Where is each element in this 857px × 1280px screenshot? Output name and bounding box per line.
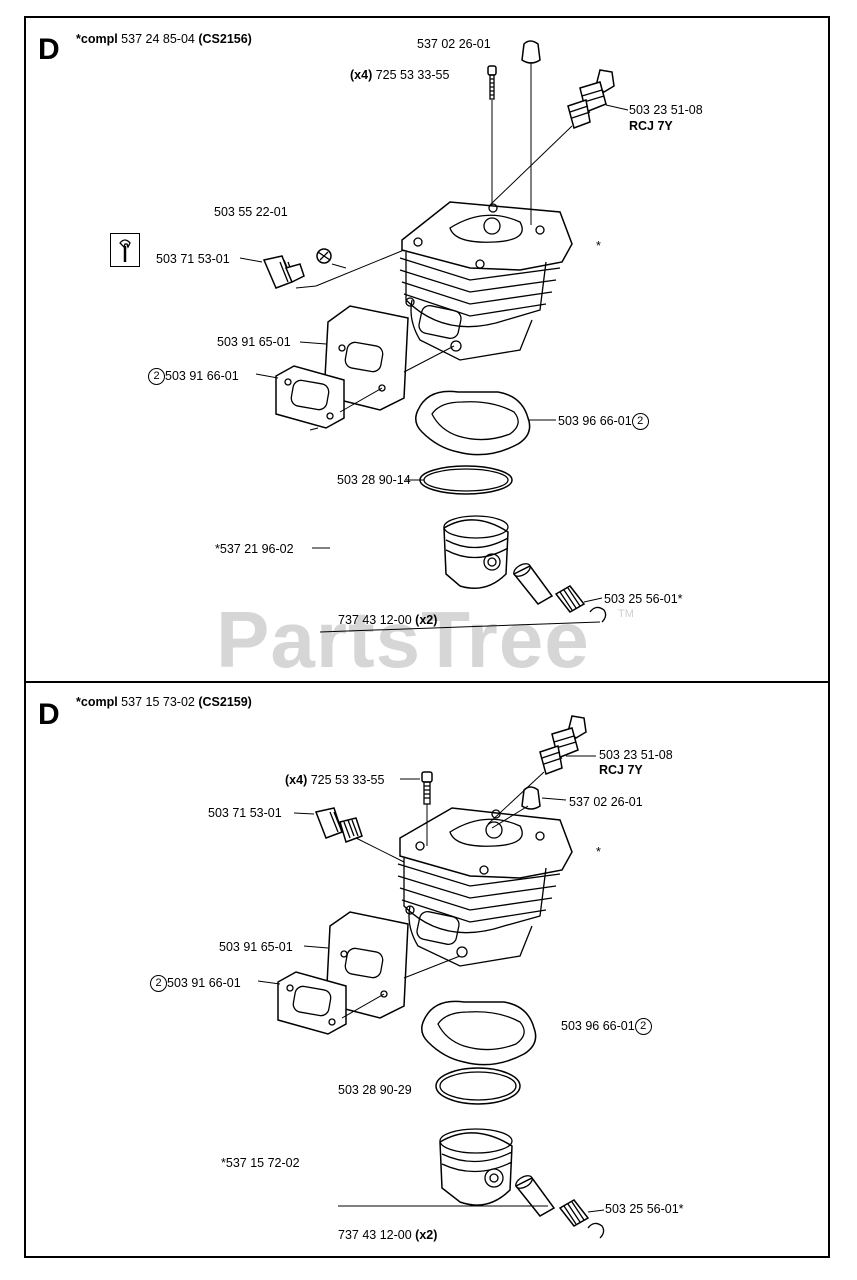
ring-2	[435, 1067, 521, 1105]
tool-box	[110, 233, 140, 267]
cylinder-2	[397, 807, 573, 967]
label-plate[interactable]: 503 91 65-01	[219, 940, 293, 954]
label-spark-plug-type: RCJ 7Y	[599, 763, 643, 777]
label-bearing[interactable]: 503 25 56-01*	[605, 1202, 684, 1216]
piston-2	[439, 1128, 513, 1206]
cylinder-star: *	[596, 239, 601, 253]
watermark: PartsTree	[216, 595, 590, 684]
label-circlip[interactable]: 737 43 12-00 (x2)	[338, 613, 438, 627]
screw-1	[487, 65, 497, 205]
cap-2	[491, 786, 567, 829]
circlip-1	[319, 606, 607, 633]
section-letter: D	[38, 698, 60, 731]
piston-1	[312, 515, 509, 589]
section-title: *compl 537 15 73-02 (CS2159)	[76, 695, 252, 709]
bearing-2	[558, 1199, 605, 1227]
section-divider	[24, 681, 830, 683]
label-screws[interactable]: (x4) 725 53 33-55	[285, 773, 385, 787]
label-spark-plug[interactable]: 503 23 51-08	[599, 748, 673, 762]
ring-1	[406, 465, 513, 495]
label-decomp-valve[interactable]: 503 71 53-01	[156, 252, 230, 266]
label-bearing[interactable]: 503 25 56-01*	[604, 592, 683, 606]
wrench-icon	[119, 239, 131, 262]
decomp-valve-1	[239, 249, 405, 289]
label-ring[interactable]: 503 28 90-14	[337, 473, 411, 487]
label-ring[interactable]: 503 28 90-29	[338, 1083, 412, 1097]
label-screws[interactable]: (x4) 725 53 33-55	[350, 68, 450, 82]
label-circlip[interactable]: 737 43 12-00 (x2)	[338, 1228, 438, 1242]
label-cap[interactable]: 537 02 26-01	[417, 37, 491, 51]
label-decomp-valve[interactable]: 503 71 53-01	[208, 806, 282, 820]
valve-1	[316, 248, 347, 269]
diagram-frame	[24, 16, 830, 1258]
gasket-left-1	[255, 365, 383, 431]
pin-1	[512, 563, 554, 605]
base-gasket-2	[421, 1000, 537, 1066]
decomp-valve-2	[293, 807, 405, 863]
pin-2	[514, 1175, 556, 1217]
screw-2	[400, 771, 433, 846]
bearing-1	[554, 585, 603, 613]
plate-1	[299, 305, 455, 411]
label-piston[interactable]: *537 15 72-02	[221, 1156, 300, 1170]
watermark-tm: TM	[618, 608, 634, 620]
label-valve[interactable]: 503 55 22-01	[214, 205, 288, 219]
spark-plug-2	[487, 715, 596, 825]
cap-1	[521, 40, 541, 225]
label-spark-plug[interactable]: 503 23 51-08	[629, 103, 703, 117]
label-cap[interactable]: 537 02 26-01	[569, 795, 643, 809]
label-piston[interactable]: *537 21 96-02	[215, 542, 294, 556]
spark-plug-1	[489, 69, 629, 206]
label-spark-plug-type: RCJ 7Y	[629, 119, 673, 133]
cylinder-star: *	[596, 845, 601, 859]
cylinder-1	[399, 201, 573, 361]
gasket-left-2	[257, 971, 385, 1035]
label-plate[interactable]: 503 91 65-01	[217, 335, 291, 349]
section-letter: D	[38, 33, 60, 66]
base-gasket-1	[415, 390, 556, 456]
section-title: *compl 537 24 85-04 (CS2156)	[76, 32, 252, 46]
circlip-2	[338, 1205, 605, 1239]
